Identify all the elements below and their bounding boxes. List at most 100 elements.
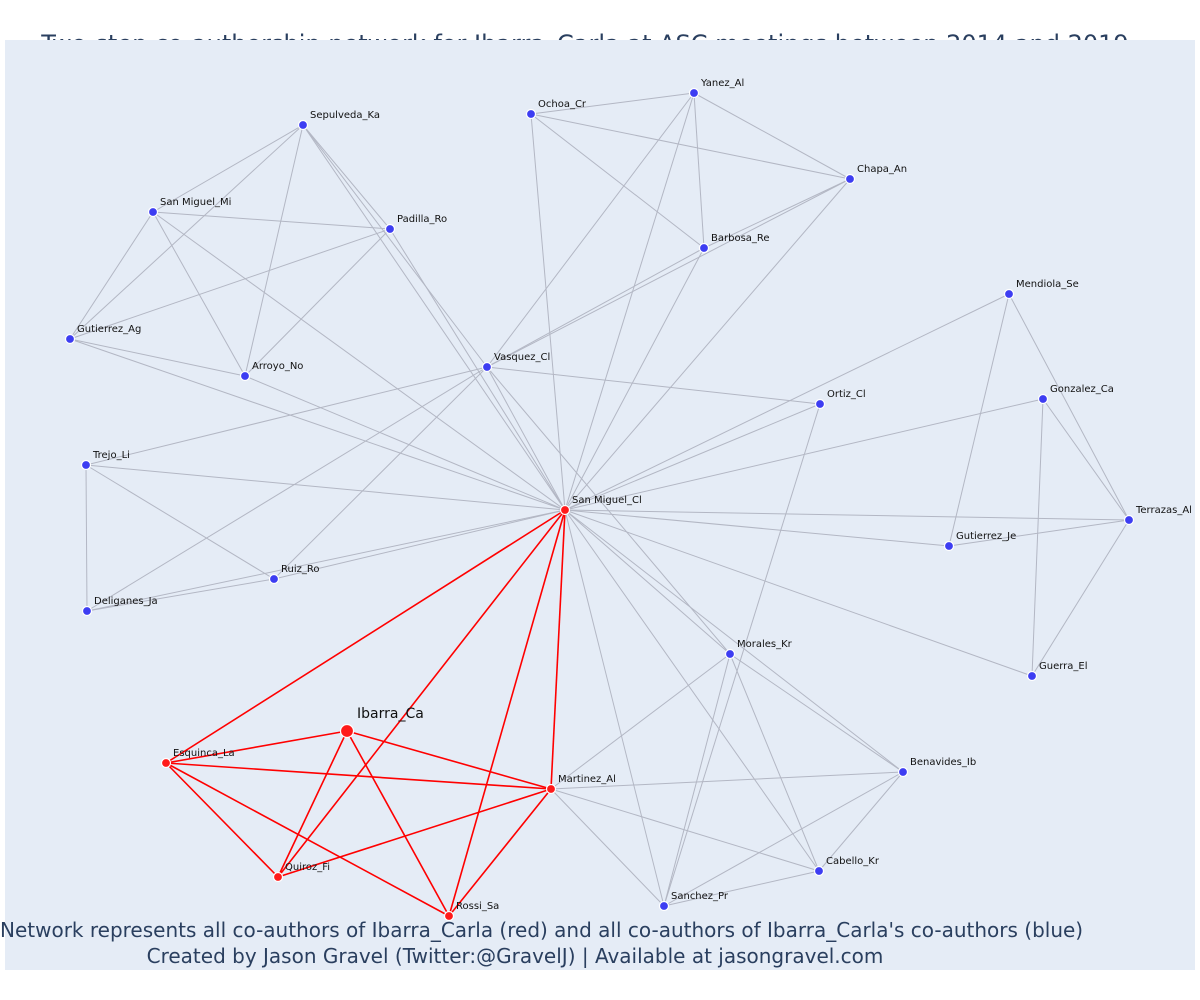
edge-trejo-li-san-miguel-cl <box>85 464 566 511</box>
node-gutierrez-je[interactable] <box>943 540 955 552</box>
node-cabello-kr[interactable] <box>813 865 825 877</box>
node-barbosa-re[interactable] <box>698 242 710 254</box>
red-edges <box>165 509 566 917</box>
edge-chapa-an-barbosa-re <box>703 178 851 249</box>
node-label-sanchez-pr: Sanchez_Pr <box>671 891 729 902</box>
edge-sanchez-pr-san-miguel-cl <box>564 509 665 907</box>
edge-vasquez-cl-ortiz-cl <box>486 366 821 405</box>
edge-rossi-sa-san-miguel-cl <box>448 509 566 917</box>
edge-ochoa-cr-san-miguel-cl <box>530 113 566 511</box>
edge-morales-kr-sanchez-pr <box>663 653 731 907</box>
edge-vasquez-cl-ruiz-ro <box>273 366 488 580</box>
node-yanez-al[interactable] <box>688 87 700 99</box>
node-quiroz-fi[interactable] <box>272 871 284 883</box>
edge-ochoa-cr-yanez-al <box>530 92 695 115</box>
edge-chapa-an-vasquez-cl <box>486 178 851 368</box>
node-label-chapa-an: Chapa_An <box>857 164 907 175</box>
node-benavides-ib[interactable] <box>897 766 909 778</box>
node-martinez-al[interactable] <box>545 783 557 795</box>
edge-benavides-ib-san-miguel-cl <box>564 509 904 773</box>
node-label-quiroz-fi: Quiroz_Fi <box>285 862 330 873</box>
edge-quiroz-fi-martinez-al <box>277 788 552 878</box>
edge-terrazas-al-guerra-el <box>1031 519 1130 677</box>
edge-chapa-an-san-miguel-cl <box>564 178 851 511</box>
edge-cabello-kr-sanchez-pr <box>663 870 820 907</box>
edge-san-miguel-mi-gutierrez-ag <box>69 211 154 340</box>
edge-vasquez-cl-deliganes-ja <box>86 366 488 612</box>
network-graph[interactable]: Ibarra_CaEsquinca_LaMartinez_AlQuiroz_Fi… <box>5 40 1195 970</box>
edge-ochoa-cr-chapa-an <box>530 113 851 180</box>
edge-arroyo-no-san-miguel-cl <box>244 375 566 511</box>
edge-sepulveda-ka-san-miguel-mi <box>152 124 304 213</box>
nodes: Ibarra_CaEsquinca_LaMartinez_AlQuiroz_Fi… <box>64 78 1192 922</box>
edge-mendiola-se-gutierrez-je <box>948 293 1010 547</box>
edge-benavides-ib-cabello-kr <box>818 771 904 872</box>
edge-benavides-ib-sanchez-pr <box>663 771 904 907</box>
node-label-benavides-ib: Benavides_Ib <box>910 757 976 768</box>
node-label-san-miguel-cl: San Miguel_Cl <box>572 495 642 506</box>
caption-legend-note: Network represents all co-authors of Iba… <box>0 918 1084 942</box>
node-label-martinez-al: Martinez_Al <box>558 774 616 785</box>
node-label-ruiz-ro: Ruiz_Ro <box>281 564 319 575</box>
node-label-gonzalez-ca: Gonzalez_Ca <box>1050 384 1114 395</box>
edge-trejo-li-ruiz-ro <box>85 464 275 580</box>
edge-ochoa-cr-barbosa-re <box>530 113 705 249</box>
edge-ibarra-ca-rossi-sa <box>346 730 450 917</box>
edge-deliganes-ja-san-miguel-cl <box>86 509 566 612</box>
node-trejo-li[interactable] <box>80 459 92 471</box>
node-ochoa-cr[interactable] <box>525 108 537 120</box>
node-morales-kr[interactable] <box>724 648 736 660</box>
edge-yanez-al-san-miguel-cl <box>564 92 695 511</box>
edge-yanez-al-vasquez-cl <box>486 92 695 368</box>
edge-san-miguel-mi-padilla-ro <box>152 211 391 230</box>
node-chapa-an[interactable] <box>844 173 856 185</box>
edge-yanez-al-chapa-an <box>693 92 851 180</box>
node-label-cabello-kr: Cabello_Kr <box>826 856 880 867</box>
node-deliganes-ja[interactable] <box>81 605 93 617</box>
edge-ibarra-ca-quiroz-fi <box>277 730 348 878</box>
node-gutierrez-ag[interactable] <box>64 333 76 345</box>
edge-quiroz-fi-san-miguel-cl <box>277 509 566 878</box>
node-vasquez-cl[interactable] <box>481 361 493 373</box>
edge-esquinca-la-quiroz-fi <box>165 762 279 878</box>
node-label-deliganes-ja: Deliganes_Ja <box>94 596 158 607</box>
node-gonzalez-ca[interactable] <box>1037 393 1049 405</box>
node-ortiz-cl[interactable] <box>814 398 826 410</box>
edge-sepulveda-ka-san-miguel-cl <box>302 124 566 511</box>
edge-martinez-al-san-miguel-cl <box>550 509 566 790</box>
node-esquinca-la[interactable] <box>160 757 172 769</box>
edge-gonzalez-ca-guerra-el <box>1031 398 1044 677</box>
node-label-sepulveda-ka: Sepulveda_Ka <box>310 110 380 121</box>
edge-terrazas-al-gutierrez-je <box>948 519 1130 547</box>
edge-morales-kr-martinez-al <box>550 653 731 790</box>
node-label-gutierrez-ag: Gutierrez_Ag <box>77 324 141 335</box>
node-guerra-el[interactable] <box>1026 670 1038 682</box>
node-sepulveda-ka[interactable] <box>297 119 309 131</box>
node-label-morales-kr: Morales_Kr <box>737 639 793 650</box>
node-ibarra-ca[interactable] <box>339 723 355 739</box>
edge-rossi-sa-martinez-al <box>448 788 552 917</box>
node-ruiz-ro[interactable] <box>268 573 280 585</box>
node-label-trejo-li: Trejo_Li <box>92 450 130 461</box>
edge-sepulveda-ka-padilla-ro <box>302 124 391 230</box>
node-san-miguel-cl[interactable] <box>559 504 571 516</box>
node-terrazas-al[interactable] <box>1123 514 1135 526</box>
edge-gutierrez-ag-arroyo-no <box>69 338 246 377</box>
node-label-terrazas-al: Terrazas_Al <box>1135 505 1192 516</box>
node-label-mendiola-se: Mendiola_Se <box>1016 279 1079 290</box>
node-label-barbosa-re: Barbosa_Re <box>711 233 770 244</box>
node-mendiola-se[interactable] <box>1003 288 1015 300</box>
node-sanchez-pr[interactable] <box>658 900 670 912</box>
node-label-vasquez-cl: Vasquez_Cl <box>494 352 550 363</box>
node-label-gutierrez-je: Gutierrez_Je <box>956 531 1016 542</box>
edge-san-miguel-mi-san-miguel-cl <box>152 211 566 511</box>
node-rossi-sa[interactable] <box>443 910 455 922</box>
edge-yanez-al-barbosa-re <box>693 92 705 249</box>
node-san-miguel-mi[interactable] <box>147 206 159 218</box>
node-arroyo-no[interactable] <box>239 370 251 382</box>
edge-sepulveda-ka-vasquez-cl <box>302 124 488 368</box>
edge-sanchez-pr-martinez-al <box>550 788 665 907</box>
grey-edges <box>69 92 1130 907</box>
node-padilla-ro[interactable] <box>384 223 396 235</box>
